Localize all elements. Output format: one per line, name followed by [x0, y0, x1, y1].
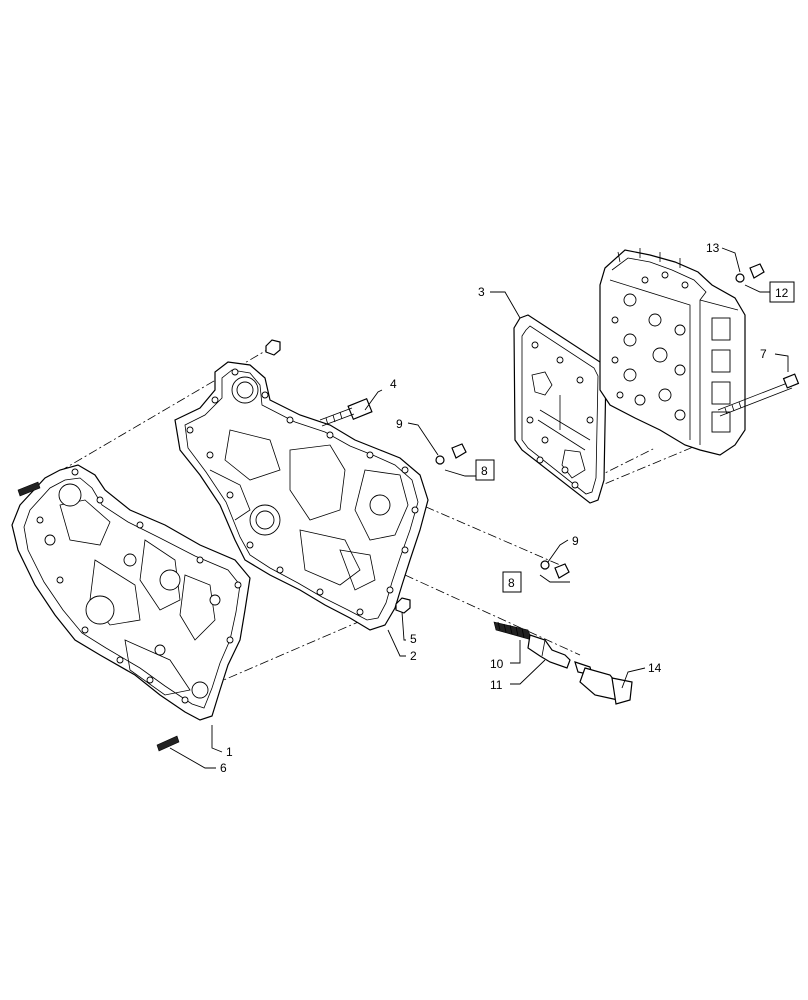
callout-6: 6	[220, 761, 227, 775]
spring-part-10	[493, 621, 533, 641]
callout-10: 10	[490, 657, 504, 671]
stud-part-6	[156, 735, 180, 752]
svg-text:8: 8	[508, 576, 515, 590]
svg-text:6: 6	[220, 761, 227, 775]
callout-11: 11	[490, 678, 503, 692]
svg-text:14: 14	[648, 661, 662, 675]
callout-13: 13	[706, 241, 720, 255]
svg-text:11: 11	[490, 678, 503, 692]
svg-text:8: 8	[481, 464, 488, 478]
plug-part-9-upper	[435, 443, 467, 465]
svg-text:2: 2	[410, 649, 417, 663]
callout-4: 4	[390, 377, 397, 391]
stud-part-6-left-upper	[17, 481, 41, 497]
callout-14: 14	[648, 661, 662, 675]
callout-5: 5	[410, 632, 417, 646]
svg-text:12: 12	[775, 286, 789, 300]
callout-1: 1	[226, 745, 233, 759]
callout-2: 2	[410, 649, 417, 663]
plug-part-9-lower	[540, 560, 570, 579]
valve-body-housing-part-2	[174, 361, 429, 631]
svg-text:5: 5	[410, 632, 417, 646]
callout-3: 3	[478, 285, 485, 299]
piston-part-11	[527, 634, 571, 669]
svg-text:1: 1	[226, 745, 233, 759]
nut-top	[265, 339, 281, 356]
plug-part-13	[735, 263, 765, 283]
callout-7: 7	[760, 347, 767, 361]
bolt-part-7	[717, 373, 800, 417]
svg-text:9: 9	[572, 534, 579, 548]
svg-text:9: 9	[396, 417, 403, 431]
svg-text:7: 7	[760, 347, 767, 361]
svg-text:13: 13	[706, 241, 720, 255]
sensor-part-14	[574, 661, 633, 705]
nut-part-5	[395, 597, 411, 614]
svg-text:10: 10	[490, 657, 504, 671]
gasket-part-3	[513, 314, 607, 504]
leader-lines	[169, 247, 789, 769]
callout-9-lower: 9	[572, 534, 579, 548]
valve-block-assembly-part-12	[599, 248, 746, 456]
callout-8-box-upper: 8	[475, 459, 495, 481]
svg-text:3: 3	[478, 285, 485, 299]
callout-9-upper: 9	[396, 417, 403, 431]
callout-12-box: 12	[769, 281, 795, 303]
gasket-plate-part-1	[11, 464, 251, 721]
callout-8-box-lower: 8	[502, 571, 522, 593]
svg-text:4: 4	[390, 377, 397, 391]
bolt-part-4	[319, 397, 373, 427]
